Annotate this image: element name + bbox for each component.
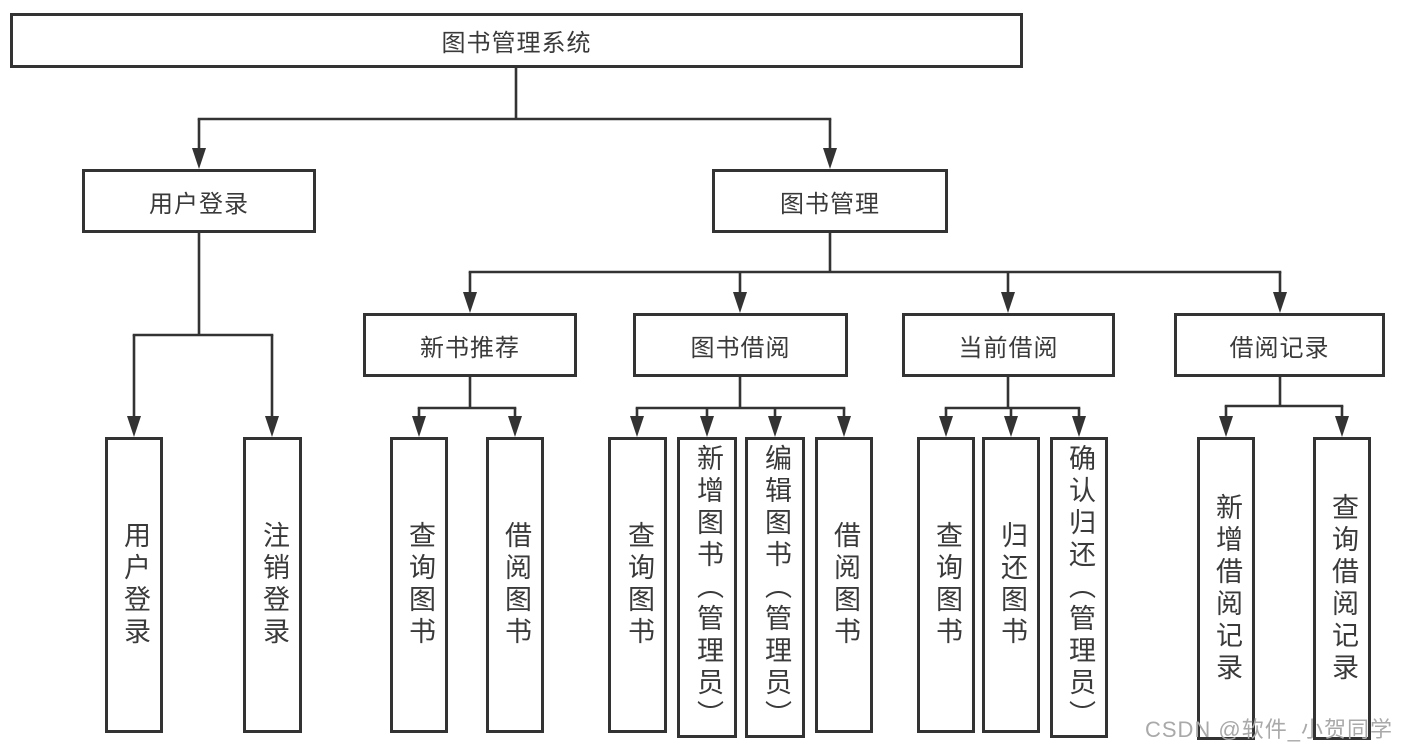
node-cur-return: 归还图书 xyxy=(982,437,1040,733)
node-root: 图书管理系统 xyxy=(10,13,1023,68)
node-login: 用户登录 xyxy=(82,169,316,233)
node-login-user: 用户登录 xyxy=(105,437,163,733)
node-mgmt: 图书管理 xyxy=(712,169,948,233)
node-borrow-edit: 编辑图书（管理员） xyxy=(745,437,805,738)
node-rec: 新书推荐 xyxy=(363,313,577,377)
node-borrow-query: 查询图书 xyxy=(608,437,667,733)
node-login-logout: 注销登录 xyxy=(243,437,302,733)
node-borrow: 图书借阅 xyxy=(633,313,848,377)
node-cur-query: 查询图书 xyxy=(917,437,975,733)
node-recd-query: 查询借阅记录 xyxy=(1313,437,1371,740)
node-borrow-add: 新增图书（管理员） xyxy=(677,437,737,738)
node-current: 当前借阅 xyxy=(902,313,1115,377)
node-borrow-borrow: 借阅图书 xyxy=(815,437,873,733)
node-records: 借阅记录 xyxy=(1174,313,1385,377)
node-rec-borrow: 借阅图书 xyxy=(486,437,544,733)
node-recd-add: 新增借阅记录 xyxy=(1197,437,1255,740)
node-cur-confirm: 确认归还（管理员） xyxy=(1050,437,1108,738)
node-rec-query: 查询图书 xyxy=(390,437,448,733)
